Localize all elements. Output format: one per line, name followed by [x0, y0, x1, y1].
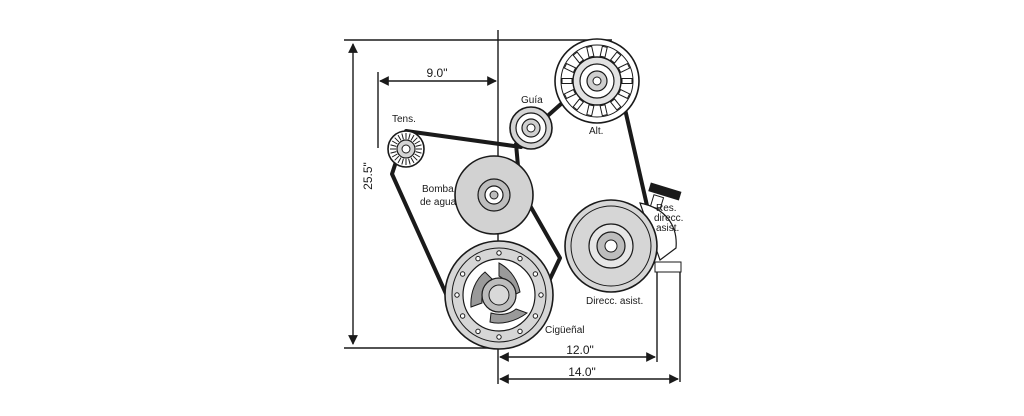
crankshaft-bolt-hole — [459, 313, 466, 319]
tensioner-rib — [397, 157, 402, 164]
crankshaft-bolt-hole — [532, 313, 539, 319]
tensioner-rib — [412, 155, 418, 161]
tensioner-rib — [390, 144, 397, 147]
alternator-slot — [599, 45, 608, 58]
alternator-slot — [561, 78, 573, 84]
water-pump-pulley — [454, 155, 534, 235]
tensioner-rib — [415, 144, 422, 147]
alternator-slot — [609, 51, 622, 64]
tensioner-rib — [414, 153, 421, 158]
alternator-slot — [617, 88, 631, 100]
tensioner-ribs — [390, 133, 422, 165]
tensioner-dimension-label: 9.0" — [427, 66, 448, 80]
reservoir-dimension-label: 14.0" — [568, 365, 596, 379]
tensioner-rib — [412, 137, 418, 143]
crankshaft-label: Cigüeñal — [545, 325, 584, 336]
tensioner-pulley — [387, 130, 425, 168]
water-pump-label-line1: Bomba — [422, 184, 454, 195]
tensioner-rib — [397, 134, 402, 141]
tensioner-rib — [414, 140, 421, 145]
power-steering-dimension-label: 12.0" — [566, 343, 594, 357]
crankshaft-bolt-hole — [459, 271, 466, 277]
tensioner-label: Tens. — [392, 114, 416, 125]
crankshaft-bolt-hole — [475, 328, 481, 335]
alternator-slot — [563, 88, 577, 100]
crankshaft-bolt-hole — [517, 255, 523, 262]
crankshaft-bolt-hole — [538, 292, 544, 298]
alternator-slot — [617, 62, 631, 74]
crankshaft-bolt-hole — [496, 250, 502, 256]
tensioner-rib — [391, 140, 398, 145]
alternator-slot — [572, 51, 585, 64]
alternator-pulley — [554, 38, 640, 124]
reservoir-label-line1: Res. — [656, 203, 677, 214]
crankshaft-bolt-hole — [454, 292, 460, 298]
tensioner-rib — [410, 134, 415, 141]
dimension-arrows — [348, 43, 679, 384]
reservoir-cap — [648, 182, 682, 210]
reservoir-label-line3: asist. — [656, 223, 679, 234]
crankshaft-bolt-holes — [454, 250, 544, 340]
alternator-label: Alt. — [589, 126, 603, 137]
tensioner-rib — [401, 133, 404, 140]
tensioner-rib — [408, 133, 411, 140]
reservoir-label-line2: direcc. — [654, 213, 683, 224]
tensioner-rib — [408, 158, 411, 165]
alternator-slot — [621, 78, 633, 84]
crankshaft-bolt-hole — [517, 328, 523, 335]
tensioner-rib — [394, 155, 400, 161]
tensioner-rib — [394, 137, 400, 143]
reservoir-body — [639, 202, 677, 261]
idler-label: Guía — [521, 95, 543, 106]
crankshaft-bolt-hole — [475, 255, 481, 262]
alternator-slot — [563, 62, 577, 74]
alternator-slot — [586, 104, 595, 117]
tensioner-rib — [410, 157, 415, 164]
reservoir-bracket — [654, 261, 682, 273]
alternator-cooling-slots — [561, 45, 633, 117]
power-steering-label: Direcc. asist. — [586, 296, 643, 307]
alternator-slot — [609, 98, 622, 111]
height-dimension-label: 25.5" — [361, 162, 375, 190]
crankshaft-pulley — [444, 240, 554, 350]
power-steering-pulley — [564, 199, 658, 293]
crankshaft-bolt-hole — [532, 271, 539, 277]
crankshaft-bolt-hole — [496, 334, 502, 340]
idler-pulley — [509, 106, 553, 150]
tensioner-rib — [415, 151, 422, 154]
alternator-slot — [586, 45, 595, 58]
water-pump-label-line2: de agua — [420, 197, 457, 208]
alternator-slot — [572, 98, 585, 111]
tensioner-rib — [390, 151, 397, 154]
tensioner-rib — [401, 158, 404, 165]
alternator-slot — [599, 104, 608, 117]
tensioner-rib — [391, 153, 398, 158]
